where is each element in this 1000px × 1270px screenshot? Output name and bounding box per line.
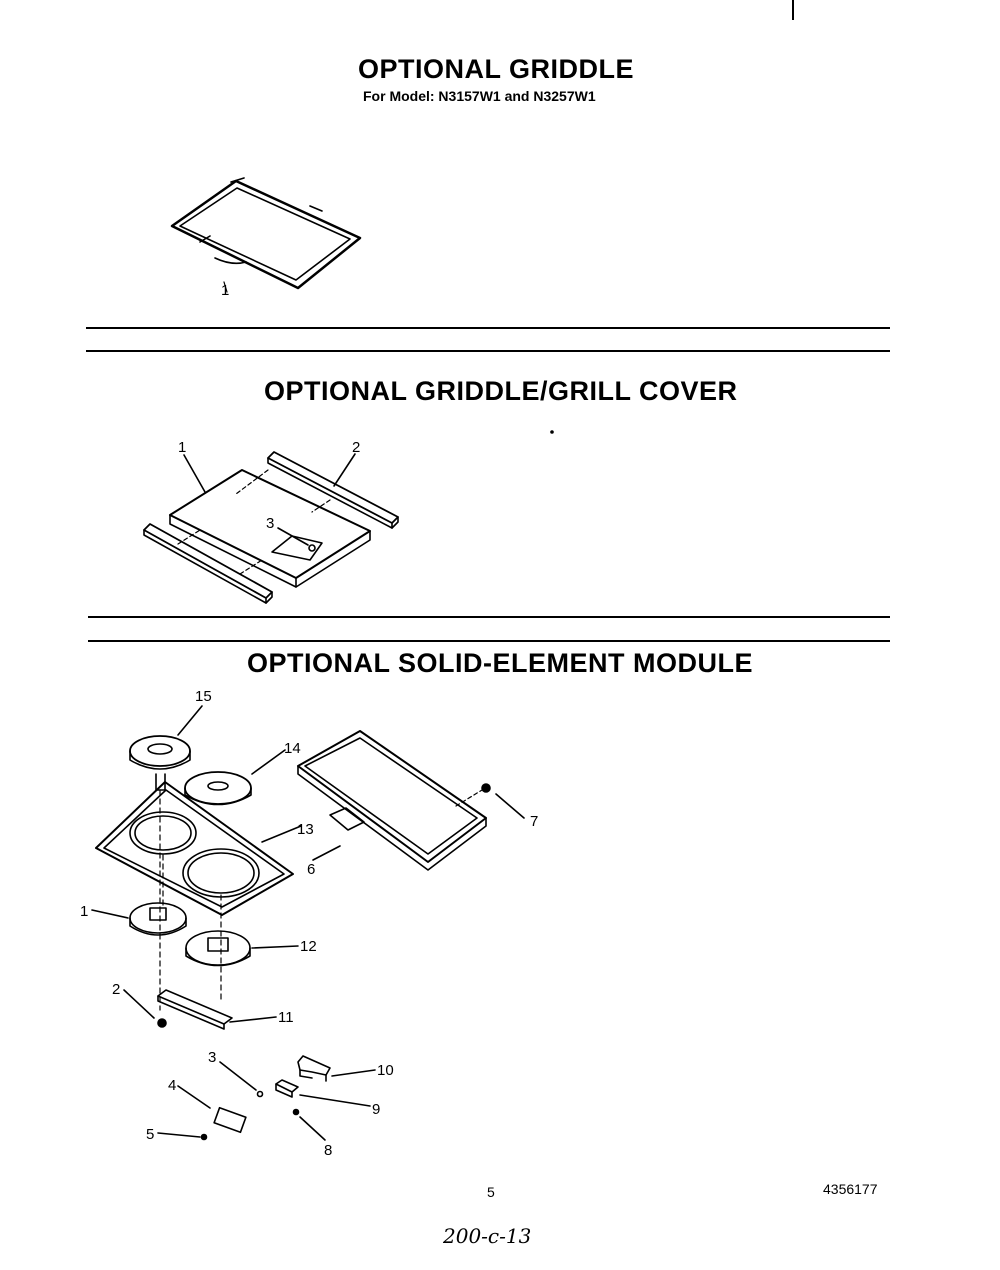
cover-callout-2: 2	[352, 439, 360, 456]
module-callout-3: 3	[208, 1049, 216, 1066]
griddle-title: OPTIONAL GRIDDLE	[358, 54, 635, 84]
page-number: 5	[487, 1184, 495, 1200]
divider-1b	[86, 350, 890, 352]
module-callout-1: 1	[80, 903, 88, 920]
divider-2a	[88, 616, 890, 618]
handwritten-note: 200-c-13	[443, 1224, 532, 1248]
griddle-callout-1: 1	[221, 282, 229, 299]
cover-diagram: 1 2 3	[143, 430, 554, 604]
module-title: OPTIONAL SOLID-ELEMENT MODULE	[247, 648, 753, 678]
module-callout-10: 10	[377, 1062, 394, 1079]
cover-title: OPTIONAL GRIDDLE/GRILL COVER	[264, 376, 738, 406]
module-diagram: 15 14 13 7 6 1 12 2 11 3 10 4 9 5 8	[80, 688, 538, 1159]
margin-mark	[792, 0, 794, 20]
divider-1a	[86, 327, 890, 329]
griddle-diagram: 1	[170, 177, 362, 299]
module-callout-9: 9	[372, 1101, 380, 1118]
module-callout-8: 8	[324, 1142, 332, 1159]
module-callout-2: 2	[112, 981, 120, 998]
module-callout-4: 4	[168, 1077, 176, 1094]
cover-callout-1: 1	[178, 439, 186, 456]
part-number: 4356177	[823, 1181, 878, 1197]
cover-callout-3: 3	[266, 515, 274, 532]
divider-2b	[88, 640, 890, 642]
module-callout-13: 13	[297, 821, 314, 838]
module-callout-7: 7	[530, 813, 538, 830]
module-callout-11: 11	[278, 1009, 294, 1026]
module-callout-14: 14	[284, 740, 301, 757]
module-callout-5: 5	[146, 1126, 154, 1143]
model-subtitle: For Model: N3157W1 and N3257W1	[363, 88, 596, 104]
module-callout-12: 12	[300, 938, 317, 955]
module-callout-6: 6	[307, 861, 315, 878]
module-callout-15: 15	[195, 688, 212, 705]
